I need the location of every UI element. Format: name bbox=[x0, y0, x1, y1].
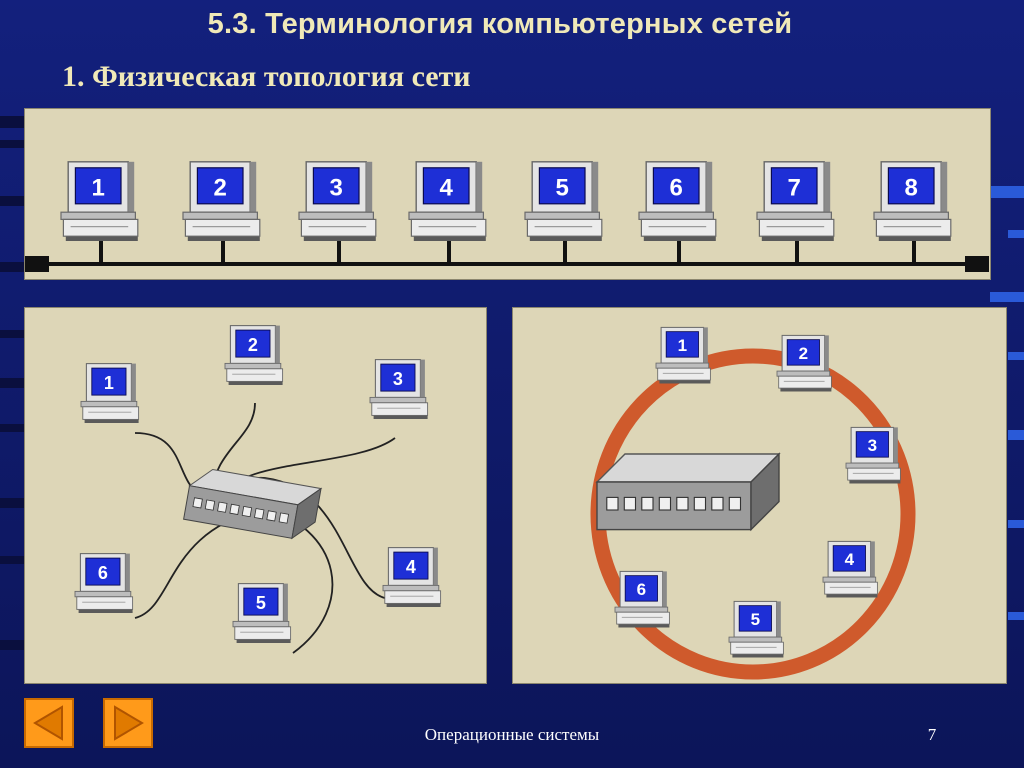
triangle-right-icon bbox=[114, 705, 144, 741]
computer-number: 3 bbox=[393, 369, 403, 389]
star-topology-svg: 1 2 3 4 5 6 bbox=[74, 325, 442, 654]
computer-icon: 1 bbox=[60, 161, 139, 241]
computer-icon: 3 bbox=[298, 161, 377, 241]
computer-number: 6 bbox=[98, 563, 108, 583]
computer-icon: 7 bbox=[756, 161, 835, 241]
computer-number: 5 bbox=[556, 174, 569, 201]
computer-icon: 6 bbox=[74, 553, 134, 613]
computer-icon: 4 bbox=[408, 161, 487, 241]
computer-number: 4 bbox=[440, 174, 454, 201]
bus-topology-diagram: 1 2 3 4 5 6 7 8 bbox=[24, 108, 991, 280]
page-number: 7 bbox=[927, 725, 937, 744]
bus-terminator bbox=[25, 256, 49, 272]
footer-text: Операционные системы bbox=[424, 725, 600, 744]
computer-number: 2 bbox=[799, 344, 808, 363]
computer-icon: 2 bbox=[224, 325, 284, 385]
computer-icon: 6 bbox=[638, 161, 717, 241]
hub-icon bbox=[595, 452, 781, 532]
triangle-left-icon bbox=[33, 705, 63, 741]
computer-number: 8 bbox=[905, 174, 918, 201]
star-topology-diagram: 1 2 3 4 5 6 bbox=[24, 307, 487, 684]
computer-number: 5 bbox=[751, 610, 760, 629]
computer-number: 3 bbox=[330, 174, 343, 201]
computer-icon: 8 bbox=[873, 161, 952, 241]
computer-number: 3 bbox=[868, 436, 877, 455]
computer-icon: 3 bbox=[845, 426, 901, 484]
bus-terminator bbox=[965, 256, 989, 272]
computer-icon: 3 bbox=[369, 359, 429, 419]
bus-topology-svg: 1 2 3 4 5 6 7 8 bbox=[25, 161, 989, 272]
star-cable bbox=[134, 432, 200, 495]
computer-icon: 1 bbox=[80, 363, 140, 423]
computer-number: 7 bbox=[788, 174, 801, 201]
ring-topology-diagram: 1 2 3 4 5 6 bbox=[512, 307, 1007, 684]
next-slide-button[interactable] bbox=[103, 698, 153, 748]
computer-icon: 5 bbox=[728, 600, 784, 658]
computer-number: 2 bbox=[248, 335, 258, 355]
slide-title: 5.3. Терминология компьютерных сетей bbox=[207, 8, 793, 40]
computer-icon: 5 bbox=[524, 161, 603, 241]
computer-number: 6 bbox=[637, 580, 646, 599]
computer-number: 4 bbox=[406, 557, 416, 577]
computer-icon: 1 bbox=[655, 326, 711, 384]
computer-number: 1 bbox=[92, 174, 105, 201]
computer-number: 5 bbox=[256, 593, 266, 613]
computer-icon: 2 bbox=[776, 334, 832, 392]
slide-subtitle: 1. Физическая топология сети bbox=[62, 60, 471, 93]
hub-icon bbox=[183, 468, 323, 540]
computer-number: 4 bbox=[845, 550, 855, 569]
computer-number: 2 bbox=[214, 174, 227, 201]
computer-icon: 5 bbox=[232, 583, 292, 643]
computer-number: 1 bbox=[678, 336, 687, 355]
computer-icon: 6 bbox=[614, 570, 670, 628]
ring-topology-svg: 1 2 3 4 5 6 bbox=[590, 326, 916, 680]
computer-number: 6 bbox=[670, 174, 683, 201]
computer-icon: 4 bbox=[822, 540, 878, 598]
computer-icon: 2 bbox=[182, 161, 261, 241]
computer-icon: 4 bbox=[382, 547, 442, 607]
computer-number: 1 bbox=[104, 373, 114, 393]
previous-slide-button[interactable] bbox=[24, 698, 74, 748]
